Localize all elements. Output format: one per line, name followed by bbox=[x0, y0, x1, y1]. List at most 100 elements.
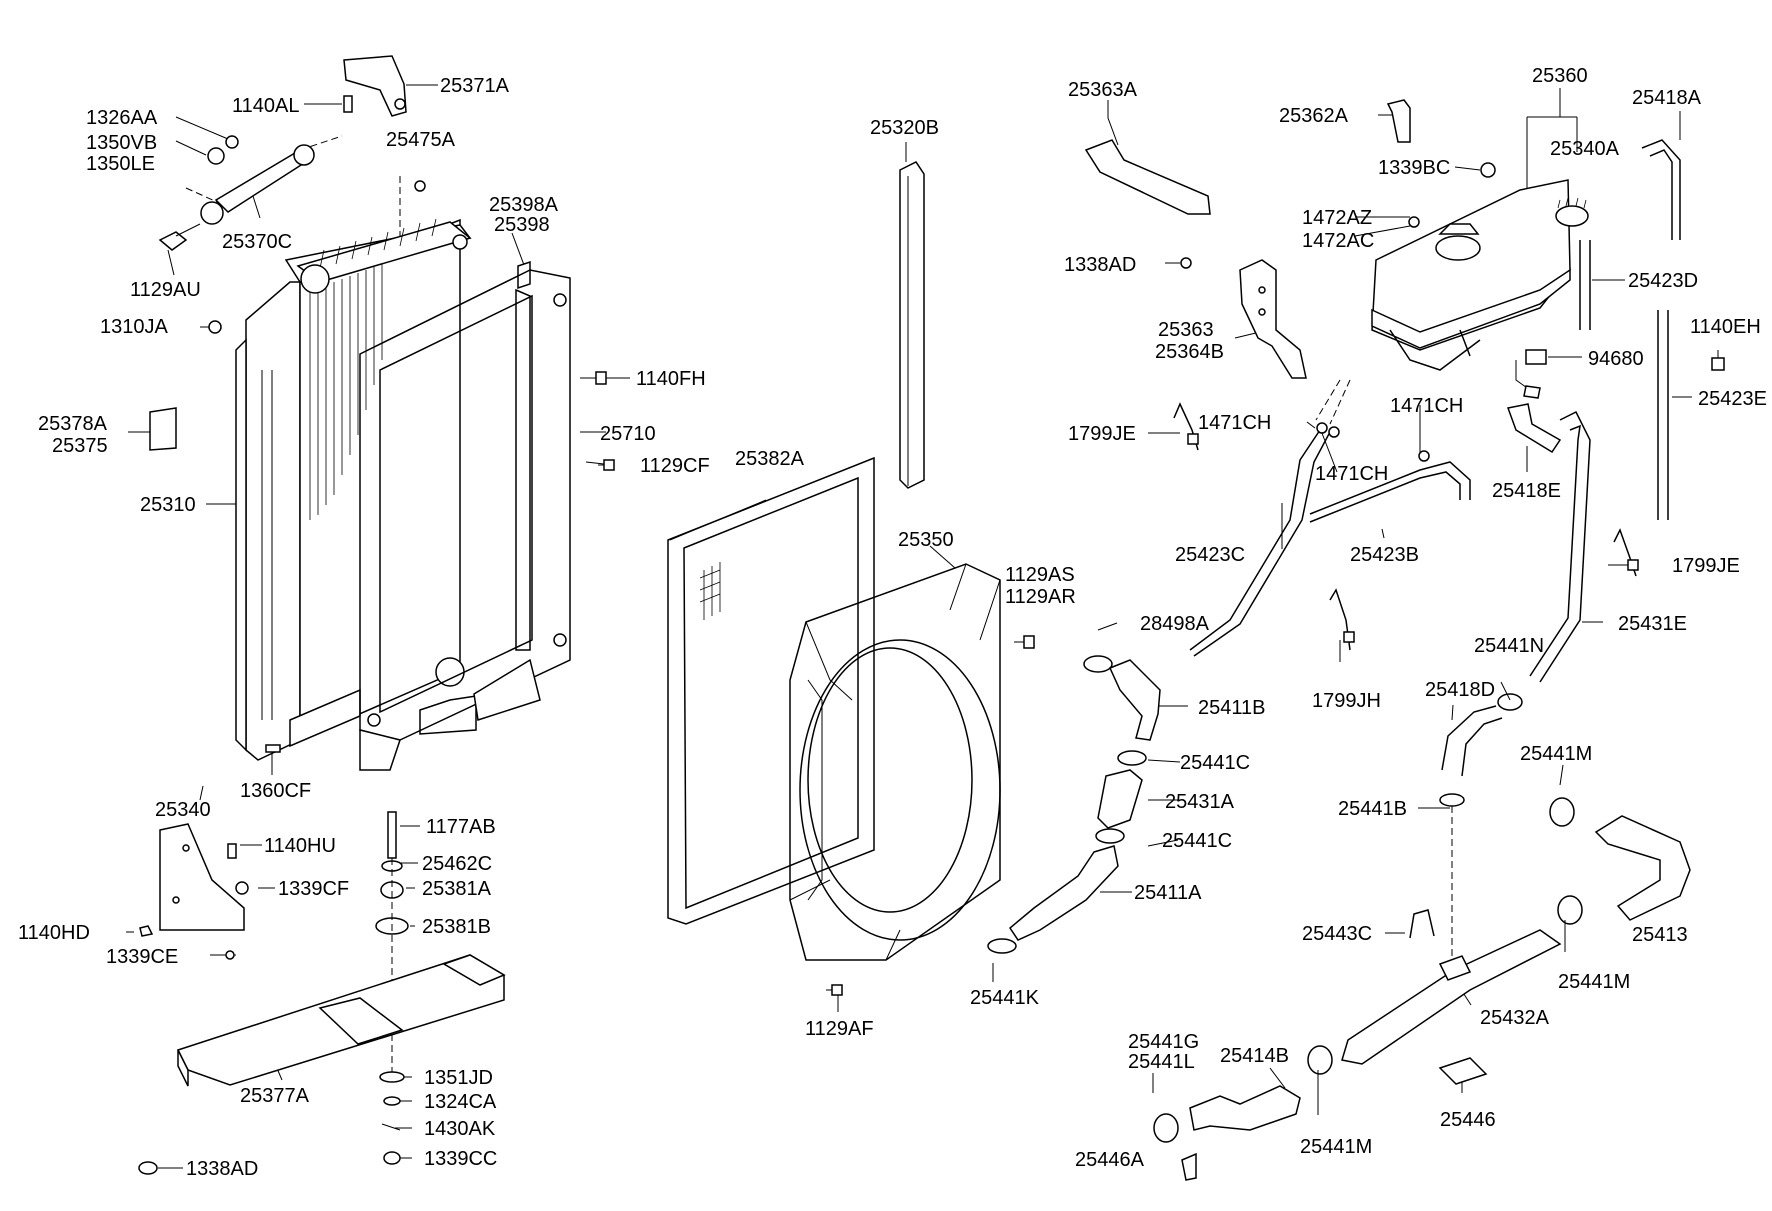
hose-25418E bbox=[1506, 403, 1562, 454]
label-1140FH: 1140FH bbox=[636, 368, 706, 390]
radiator-assembly bbox=[149, 55, 615, 771]
label-25441L: 25441L bbox=[1128, 1051, 1195, 1073]
bracket-25398 bbox=[517, 260, 531, 290]
hose-25414B bbox=[1189, 1085, 1301, 1131]
label-1338AD-top: 1338AD bbox=[1064, 254, 1136, 276]
label-25381A: 25381A bbox=[422, 878, 492, 900]
label-25431E: 25431E bbox=[1618, 613, 1687, 635]
label-1326AA: 1326AA bbox=[86, 107, 158, 129]
label-25431A: 25431A bbox=[1165, 791, 1235, 813]
clamp-25441C-lower bbox=[1095, 828, 1125, 844]
nut-1326AA bbox=[225, 135, 239, 149]
label-25441N: 25441N bbox=[1474, 635, 1544, 657]
label-25418D: 25418D bbox=[1425, 679, 1495, 701]
label-25362A: 25362A bbox=[1279, 105, 1349, 127]
label-28498A: 28498A bbox=[1140, 613, 1210, 635]
label-25340A: 25340A bbox=[1550, 138, 1620, 160]
label-25441G: 25441G bbox=[1128, 1031, 1199, 1053]
part-labels: 1326AA 1350VB 1350LE 1140AL 25371A 25475… bbox=[18, 65, 1767, 1180]
label-1140AL: 1140AL bbox=[232, 95, 299, 117]
clamp-25441M-bottom bbox=[1307, 1045, 1333, 1075]
bracket-25340 bbox=[159, 823, 245, 931]
label-25446: 25446 bbox=[1440, 1109, 1496, 1131]
hose-25413 bbox=[1594, 815, 1691, 921]
clamp-25441C-upper bbox=[1117, 750, 1147, 766]
label-1140HU: 1140HU bbox=[264, 835, 336, 857]
label-25441M-mid: 25441M bbox=[1558, 971, 1630, 993]
label-25411A: 25411A bbox=[1134, 882, 1202, 904]
label-25375: 25375 bbox=[52, 435, 108, 457]
label-1799JE-right: 1799JE bbox=[1672, 555, 1740, 577]
label-25381B: 25381B bbox=[422, 916, 491, 938]
label-94680: 94680 bbox=[1588, 348, 1644, 370]
label-25441B: 25441B bbox=[1338, 798, 1407, 820]
hose-25423C bbox=[1189, 429, 1321, 651]
label-1339BC: 1339BC bbox=[1378, 157, 1450, 179]
label-25441C-lower: 25441C bbox=[1162, 830, 1232, 852]
seal-strip-25320B bbox=[899, 161, 925, 489]
label-1339CE: 1339CE bbox=[106, 946, 178, 968]
label-1129AU: 1129AU bbox=[130, 279, 201, 301]
label-1360CF: 1360CF bbox=[240, 780, 311, 802]
label-1471CH-lower: 1471CH bbox=[1315, 463, 1388, 485]
label-1350LE: 1350LE bbox=[86, 153, 155, 175]
label-25418A: 25418A bbox=[1632, 87, 1702, 109]
label-25423E: 25423E bbox=[1698, 388, 1767, 410]
label-25378A: 25378A bbox=[38, 413, 108, 435]
label-1799JE-left: 1799JE bbox=[1068, 423, 1136, 445]
reservoir-and-hoses bbox=[987, 99, 1725, 1181]
clamp-25441G bbox=[1153, 1113, 1179, 1143]
label-1324CA: 1324CA bbox=[424, 1091, 497, 1113]
label-25441K: 25441K bbox=[970, 987, 1040, 1009]
radiator-tank-left bbox=[245, 281, 301, 761]
label-25441M-bottom: 25441M bbox=[1300, 1136, 1372, 1158]
radiator-mount bbox=[138, 811, 506, 1175]
label-25475A: 25475A bbox=[386, 129, 456, 151]
label-25360: 25360 bbox=[1532, 65, 1588, 87]
label-25423B: 25423B bbox=[1350, 544, 1419, 566]
clamp-25441M-mid bbox=[1557, 895, 1583, 925]
label-25423D: 25423D bbox=[1628, 270, 1698, 292]
label-25411B: 25411B bbox=[1198, 697, 1265, 719]
clamp-25441M-top bbox=[1549, 797, 1575, 827]
bracket-25446 bbox=[1438, 1057, 1488, 1085]
label-25398: 25398 bbox=[494, 214, 550, 236]
label-1129AS: 1129AS bbox=[1005, 564, 1075, 586]
label-25418E: 25418E bbox=[1492, 480, 1561, 502]
hose-25411B bbox=[1108, 659, 1161, 741]
clamp-28498A bbox=[1083, 655, 1113, 673]
hose-25431A bbox=[1097, 769, 1143, 829]
bracket-25371A bbox=[343, 55, 407, 117]
radiator-outlet bbox=[435, 657, 465, 687]
label-1472AZ: 1472AZ bbox=[1302, 207, 1372, 229]
label-25363A: 25363A bbox=[1068, 79, 1138, 101]
label-1472AC: 1472AC bbox=[1302, 230, 1374, 252]
label-25340: 25340 bbox=[155, 799, 211, 821]
bracket-25362A bbox=[1386, 99, 1411, 143]
cap-25340A bbox=[1555, 205, 1589, 227]
label-25413: 25413 bbox=[1632, 924, 1688, 946]
hose-25431E bbox=[1539, 410, 1591, 683]
label-1339CF: 1339CF bbox=[278, 878, 349, 900]
label-1339CC: 1339CC bbox=[424, 1148, 497, 1170]
label-1129AR: 1129AR bbox=[1005, 586, 1076, 608]
pipe-25432A bbox=[1341, 929, 1562, 1065]
radiator-inlet bbox=[300, 264, 330, 294]
label-1471CH-right: 1471CH bbox=[1390, 395, 1463, 417]
label-1799JH: 1799JH bbox=[1312, 690, 1381, 712]
label-25443C: 25443C bbox=[1302, 923, 1372, 945]
gasket-25382A bbox=[667, 456, 875, 925]
label-1177AB: 1177AB bbox=[426, 816, 496, 838]
label-25320B: 25320B bbox=[870, 117, 939, 139]
label-1140EH: 1140EH bbox=[1690, 316, 1761, 338]
label-25423C: 25423C bbox=[1175, 544, 1245, 566]
label-1351JD: 1351JD bbox=[424, 1067, 493, 1089]
clip-25443C bbox=[1409, 909, 1435, 939]
label-25462C: 25462C bbox=[422, 853, 492, 875]
label-1471CH-left: 1471CH bbox=[1198, 412, 1271, 434]
label-25441C-upper: 25441C bbox=[1180, 752, 1250, 774]
label-1430AK: 1430AK bbox=[424, 1118, 496, 1140]
label-1350VB: 1350VB bbox=[86, 132, 157, 154]
bracket-25363 bbox=[1239, 259, 1307, 379]
